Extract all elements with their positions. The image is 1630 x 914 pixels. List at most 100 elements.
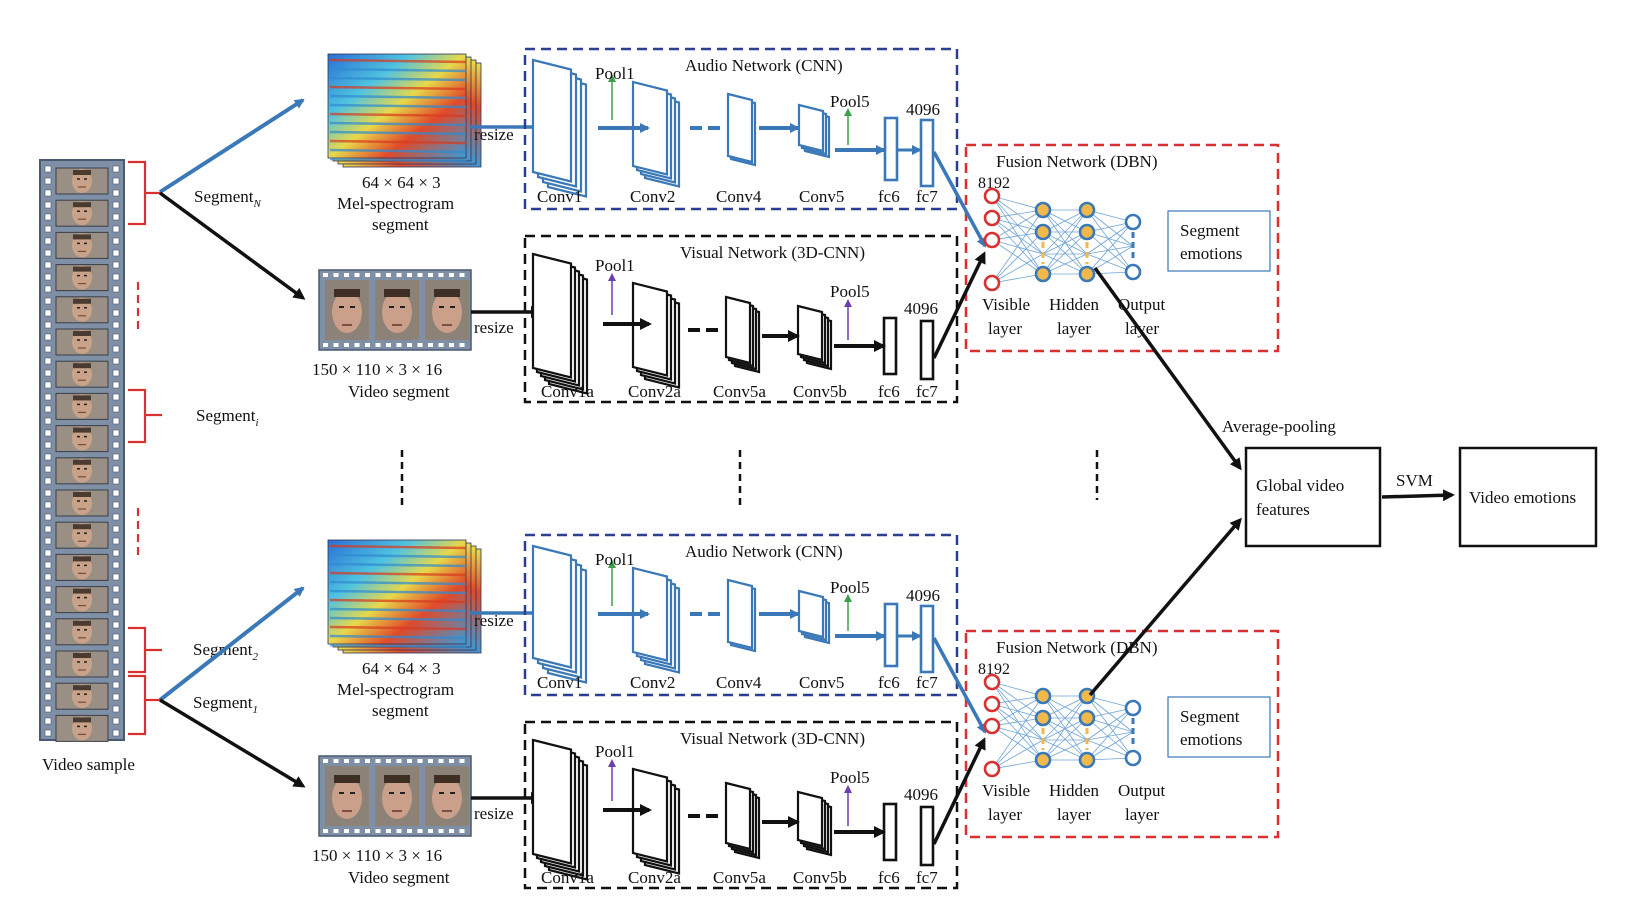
visible-layer-label-2: layer <box>988 319 1022 338</box>
visual-conv5b-block <box>796 790 833 857</box>
visual-resize-label: resize <box>474 804 514 823</box>
film-hole <box>44 417 52 425</box>
film-hole <box>112 573 120 581</box>
film-hole <box>44 453 52 461</box>
output-neuron <box>1124 263 1142 281</box>
film-hole <box>112 357 120 365</box>
film-frame <box>55 328 109 356</box>
fusion-network-title: Fusion Network (DBN) <box>996 638 1158 657</box>
film-hole <box>44 609 52 617</box>
visual-pool1-label: Pool1 <box>595 742 635 761</box>
film-frame <box>55 650 109 678</box>
film-hole <box>112 249 120 257</box>
audio-conv4-block <box>726 578 757 653</box>
film-hole <box>44 717 52 725</box>
hidden-neuron <box>1034 751 1052 769</box>
visible-layer-label-1: Visible <box>982 295 1030 314</box>
film-hole <box>112 621 120 629</box>
visible-neuron <box>983 187 1001 205</box>
film-frame <box>55 553 109 581</box>
film-hole <box>44 405 52 413</box>
film-frame <box>55 425 109 453</box>
hidden-neuron <box>1078 751 1096 769</box>
film-hole <box>112 237 120 245</box>
video-sample-label: Video sample <box>42 755 135 774</box>
svm-arrow <box>1381 489 1455 502</box>
mel-spectrogram-label: Mel-spectrogram <box>337 194 454 213</box>
film-hole <box>44 309 52 317</box>
visual-layer-label: fc7 <box>916 382 938 401</box>
audio-conv2-block <box>631 566 681 674</box>
visual-layer-label: Conv2a <box>628 868 681 887</box>
film-frame <box>55 264 109 292</box>
film-hole <box>112 489 120 497</box>
audio-conv5-block <box>797 589 831 645</box>
video-segment-image <box>318 269 472 351</box>
visual-to-fusion-arrow <box>932 737 986 845</box>
film-hole <box>44 573 52 581</box>
film-hole <box>112 285 120 293</box>
film-hole <box>44 681 52 689</box>
visual-pool1-label: Pool1 <box>595 256 635 275</box>
audio-units-label: 4096 <box>906 100 940 119</box>
hidden-neuron <box>1034 201 1052 219</box>
visual-units-label: 4096 <box>904 785 938 804</box>
visual-pool5-label: Pool5 <box>830 282 870 301</box>
film-hole <box>44 645 52 653</box>
fusion-units-label: 8192 <box>978 175 1010 192</box>
visual-fc7-bar <box>919 805 935 867</box>
film-hole <box>44 669 52 677</box>
segment-emotions-box <box>1167 696 1271 758</box>
visible-layer-label-1: Visible <box>982 781 1030 800</box>
dbn-connections <box>991 681 1134 770</box>
film-hole <box>44 165 52 173</box>
film-hole <box>44 249 52 257</box>
output-neuron <box>1124 213 1142 231</box>
visual-pool5-label: Pool5 <box>830 768 870 787</box>
visual-layer-label: fc6 <box>878 382 900 401</box>
film-hole <box>44 657 52 665</box>
film-hole <box>44 321 52 329</box>
audio-pool1-label: Pool1 <box>595 64 635 83</box>
visual-fc6-bar <box>882 802 898 862</box>
audio-to-fusion-arrow <box>932 637 987 734</box>
visual-conv2a-block <box>631 767 681 875</box>
audio-layer-label: fc7 <box>916 673 938 692</box>
film-hole <box>112 597 120 605</box>
visible-neuron <box>983 673 1001 691</box>
segment-1-label: Segment1 <box>193 693 258 716</box>
video-sample-filmstrip <box>39 159 125 742</box>
visual-layer-label: fc7 <box>916 868 938 887</box>
film-hole <box>44 693 52 701</box>
video-segment-label: Video segment <box>348 868 450 887</box>
audio-fc7-bar <box>919 118 935 188</box>
film-hole <box>112 393 120 401</box>
film-frame <box>55 392 109 420</box>
film-hole <box>44 537 52 545</box>
hidden-neuron <box>1078 201 1096 219</box>
film-hole <box>44 621 52 629</box>
hidden-neuron <box>1034 223 1052 241</box>
film-hole <box>112 165 120 173</box>
film-hole <box>112 645 120 653</box>
visual-layer-label: Conv5a <box>713 382 766 401</box>
film-hole <box>44 513 52 521</box>
segment-emotions-box <box>1167 210 1271 272</box>
visual-layer-label: Conv1a <box>541 382 594 401</box>
film-hole <box>112 189 120 197</box>
audio-units-label: 4096 <box>906 586 940 605</box>
visual-conv1a-block <box>531 252 589 395</box>
film-hole <box>112 369 120 377</box>
visible-neuron <box>983 231 1001 249</box>
audio-conv2-block <box>631 80 681 188</box>
audio-layer-label: Conv2 <box>630 673 675 692</box>
video-emotions-box <box>1458 446 1598 548</box>
film-hole <box>112 477 120 485</box>
audio-layer-label: Conv4 <box>716 673 762 692</box>
film-hole <box>112 417 120 425</box>
audio-fc7-bar <box>919 604 935 674</box>
visual-conv5b-block <box>796 304 833 371</box>
film-hole <box>112 537 120 545</box>
film-hole <box>44 237 52 245</box>
